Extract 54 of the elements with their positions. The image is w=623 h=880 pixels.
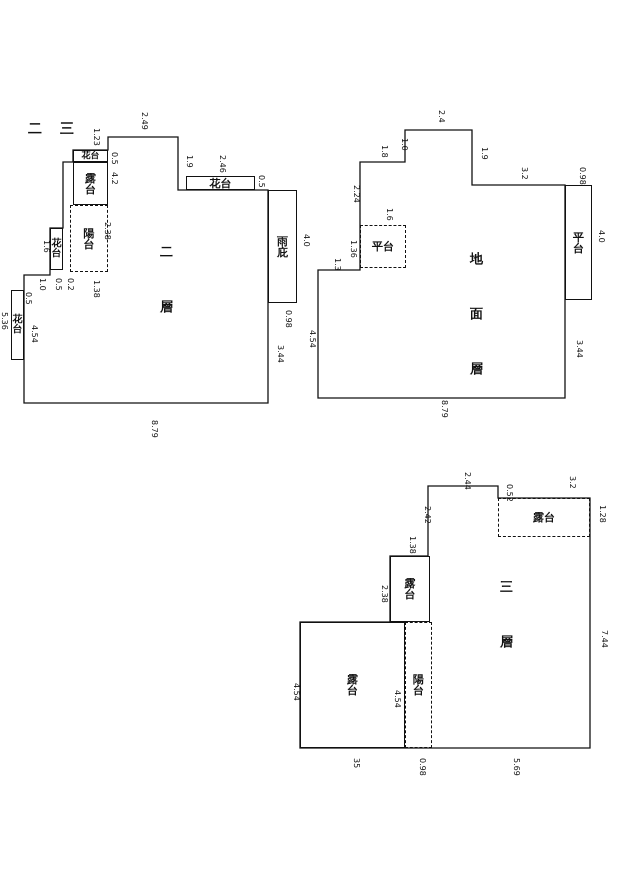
dimension-label: 0.5: [54, 278, 62, 291]
dimension-label: 2.49: [140, 112, 148, 130]
room-area: 陽台: [405, 622, 432, 748]
dimension-label: 5.69: [512, 758, 520, 776]
dimension-label: 1.8: [380, 145, 388, 158]
dimension-label: 0.98: [578, 167, 586, 185]
dimension-label: 0.2: [66, 278, 74, 291]
dimension-label: 2.4: [437, 110, 445, 123]
dimension-label: 5.36: [0, 312, 8, 330]
dimension-label: 4.0: [302, 234, 310, 247]
dimension-label: 3.2: [568, 476, 576, 489]
dimension-label: 1.23: [92, 128, 100, 146]
dimension-label: 0.98: [418, 758, 426, 776]
dimension-label: 2.46: [218, 155, 226, 173]
floor-number: 三: [60, 120, 74, 138]
room-area: 花台: [11, 290, 24, 360]
dimension-label: 4.54: [308, 330, 316, 348]
dimension-label: 4.0: [597, 230, 605, 243]
floor-label: 地面層: [470, 251, 483, 379]
dimension-label: 2.38: [103, 222, 111, 240]
room-area: 花台: [50, 228, 63, 270]
dimension-label: 1.9: [480, 147, 488, 160]
room-area: 平台: [360, 225, 406, 268]
dimension-label: 3.2: [520, 167, 528, 180]
room-area: 雨庇: [268, 190, 297, 303]
dimension-label: 1.6: [385, 208, 393, 221]
dimension-label: 1.9: [185, 155, 193, 168]
dimension-label: 4.2: [110, 172, 118, 185]
dimension-label: 1.38: [408, 536, 416, 554]
dimension-label: 3.44: [276, 345, 284, 363]
floor-number: 二: [28, 120, 42, 138]
room-area: 花台: [186, 176, 255, 190]
floor-label: 二層: [160, 244, 173, 317]
dimension-label: 8.79: [150, 420, 158, 438]
room-area: 平台: [565, 185, 592, 300]
dimension-label: 3.44: [575, 340, 583, 358]
dimension-label: 1.38: [92, 280, 100, 298]
dimension-label: 0.5: [257, 175, 265, 188]
dimension-label: 7.44: [600, 630, 608, 648]
dimension-label: 1.28: [598, 505, 606, 523]
dimension-label: 0.5: [110, 152, 118, 165]
dimension-label: 4.54: [393, 690, 401, 708]
dimension-label: 0.98: [284, 310, 292, 328]
floor-label: 三層: [500, 579, 513, 652]
dimension-label: 35: [352, 758, 360, 768]
dimension-label: 2.38: [380, 585, 388, 603]
dimension-label: 8.79: [440, 400, 448, 418]
room-area: 花台: [73, 150, 108, 162]
dimension-label: 4.54: [30, 325, 38, 343]
room-area: 露台: [73, 162, 108, 205]
dimension-label: 1.0: [38, 278, 46, 291]
dimension-label: 0.5: [24, 292, 32, 305]
dimension-label: 1.36: [349, 240, 357, 258]
room-area: 露台: [390, 556, 430, 622]
